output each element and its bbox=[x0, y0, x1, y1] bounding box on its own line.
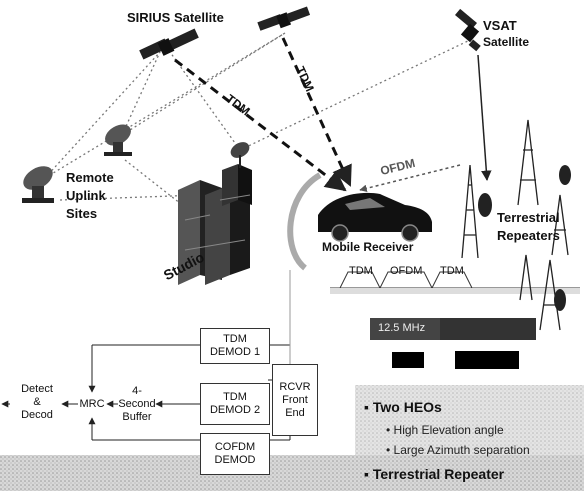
vsat-satellite-label-line2: Satellite bbox=[483, 35, 530, 49]
tdm-demod-2-line1: TDM bbox=[223, 391, 247, 403]
vsat-repeater-arrow bbox=[477, 54, 492, 182]
rcvr-front-end-block: RCVR Front End bbox=[272, 364, 318, 436]
large-azimuth-text: Large Azimuth separation bbox=[393, 443, 530, 457]
tdm-demod-2-block: TDM DEMOD 2 bbox=[200, 383, 270, 425]
tdm-demod-1-line2: DEMOD 1 bbox=[209, 346, 261, 358]
vsat-satellite-label-line1: VSAT bbox=[483, 18, 517, 33]
uplink-dotted-lines bbox=[44, 32, 471, 216]
uplink-dish-icon bbox=[22, 166, 54, 203]
detect-line1: Detect bbox=[21, 382, 53, 395]
buffer-line1: 4-Second bbox=[118, 384, 156, 410]
repeater-dish-icons bbox=[478, 165, 571, 311]
sirius-satellite-2-icon bbox=[257, 6, 311, 31]
remote-label-line2: Uplink bbox=[66, 188, 106, 203]
high-elevation-text: High Elevation angle bbox=[393, 423, 504, 437]
mrc-block: MRC bbox=[78, 394, 106, 414]
rcvr-line3: End bbox=[285, 406, 305, 419]
spectrum-tdm-2: TDM bbox=[440, 265, 464, 277]
spectrum-ofdm: OFDM bbox=[390, 265, 423, 277]
sirius-satellite-label: SIRIUS Satellite bbox=[127, 10, 224, 25]
detect-decod-block: Detect & Decod bbox=[14, 374, 60, 430]
tdm-demod-1-line1: TDM bbox=[223, 333, 247, 345]
ofdm-link bbox=[359, 164, 461, 193]
bullet-large-azimuth: • Large Azimuth separation bbox=[386, 443, 530, 457]
studio-buildings bbox=[178, 142, 252, 285]
vsat-satellite-icon bbox=[455, 8, 481, 52]
buffer-line2: Buffer bbox=[122, 410, 152, 423]
terrestrial-repeater-text: Terrestrial Repeater bbox=[372, 466, 505, 482]
rcvr-line2: Front bbox=[282, 393, 308, 406]
remote-label-line3: Sites bbox=[66, 206, 98, 221]
car-icon bbox=[318, 192, 432, 242]
curved-arrow bbox=[287, 172, 322, 271]
cofdm-demod-block: COFDM DEMOD bbox=[200, 433, 270, 475]
cofdm-demod-line1: COFDM bbox=[214, 441, 256, 453]
two-heos-text: Two HEOs bbox=[372, 399, 442, 415]
spectrum-tdm-1: TDM bbox=[349, 265, 373, 277]
cofdm-demod-line2: DEMOD bbox=[214, 454, 256, 466]
buffer-block: 4-Second Buffer bbox=[118, 384, 156, 423]
terrestrial-label-line1: Terrestrial bbox=[497, 210, 560, 225]
frequency-bar bbox=[370, 318, 536, 369]
spectrum-strip bbox=[330, 271, 580, 294]
remote-label-line1: Remote bbox=[66, 170, 114, 185]
tower-icons bbox=[461, 119, 569, 331]
right-dotted-region bbox=[355, 385, 584, 455]
bullet-high-elevation: • High Elevation angle bbox=[386, 423, 504, 437]
detect-line2: & bbox=[33, 395, 41, 408]
bottom-dotted-band bbox=[0, 455, 584, 491]
tdm-demod-1-block: TDM DEMOD 1 bbox=[200, 328, 270, 364]
bullet-two-heos: ▪ Two HEOs bbox=[364, 399, 442, 415]
mobile-receiver-label: Mobile Receiver bbox=[322, 240, 414, 254]
bullet-terrestrial-repeater: ▪ Terrestrial Repeater bbox=[364, 466, 505, 482]
uplink-dish-2-icon bbox=[104, 124, 132, 156]
terrestrial-label-line2: Repeaters bbox=[497, 228, 560, 243]
sirius-satellite-icon bbox=[139, 28, 199, 60]
tdm-dashed-links bbox=[174, 37, 352, 192]
rcvr-line1: RCVR bbox=[279, 380, 311, 393]
detect-line3: Decod bbox=[21, 408, 53, 421]
tdm-demod-2-line2: DEMOD 2 bbox=[209, 404, 261, 416]
mrc-label: MRC bbox=[79, 397, 105, 410]
frequency-left-label: 12.5 MHz bbox=[378, 322, 426, 334]
